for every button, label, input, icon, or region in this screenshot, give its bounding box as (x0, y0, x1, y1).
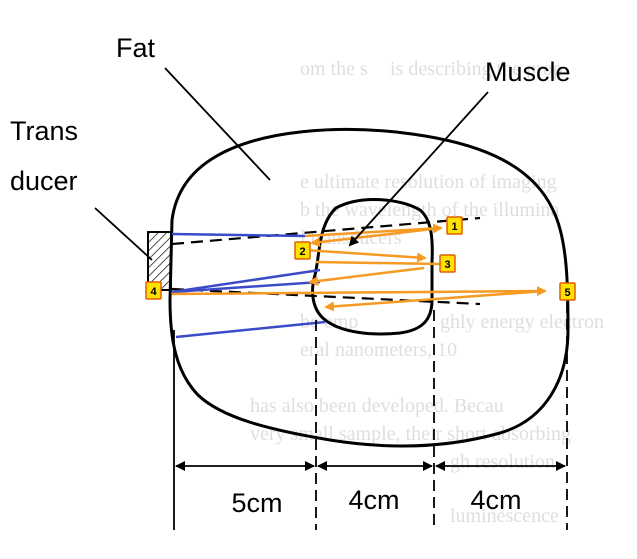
marker-1: 1 (446, 216, 463, 235)
bg-line: om the s (300, 58, 368, 80)
bg-line: ghly energy electron (440, 311, 604, 333)
bg-line: has also been developed. Becau (250, 395, 504, 417)
transducer-label-line2: ducer (10, 166, 78, 196)
blue-ray (171, 280, 321, 294)
orange-echo-paths (171, 223, 547, 312)
muscle-label: Muscle (485, 57, 571, 87)
bg-line: gh resolution (450, 451, 555, 473)
orange-ray (171, 286, 547, 297)
blue-ray (171, 232, 306, 238)
bg-line: eral nanometers, 10 (300, 339, 457, 361)
marker-5: 5 (559, 282, 576, 301)
orange-ray (308, 266, 425, 286)
marker-label: 3 (444, 259, 450, 271)
marker-label: 4 (150, 286, 157, 298)
blue-ray (171, 268, 321, 294)
marker-label: 2 (299, 246, 305, 258)
orange-ray (304, 248, 427, 263)
muscle-boundary (311, 198, 434, 336)
blue-ray-paths (171, 232, 326, 339)
marker-label: 1 (451, 221, 457, 233)
bg-line: b the wavelength of the illumina (300, 199, 559, 221)
bg-line: is describing the prop (390, 58, 563, 80)
dimension-label-fat: 5cm (231, 488, 282, 518)
orange-ray (324, 289, 546, 312)
transducer-label-line1: Trans (10, 116, 78, 146)
marker-2: 2 (294, 241, 311, 260)
beam-axis-lower (171, 287, 481, 306)
marker-4: 4 (145, 281, 162, 300)
beam-axis-upper (171, 216, 481, 246)
bg-line: e ultimate resolution of imaging (300, 171, 557, 193)
bg-line: luminescence (450, 505, 559, 527)
dimension-label-fat-far: 4cm (470, 485, 521, 515)
dimension-guides (173, 302, 568, 530)
transducer-leader-line (94, 207, 153, 261)
fat-boundary (168, 128, 570, 448)
orange-ray (315, 260, 441, 266)
fat-leader-line (164, 67, 271, 181)
blue-ray (175, 320, 326, 339)
dimension-label-muscle: 4cm (348, 485, 399, 515)
marker-label: 5 (564, 287, 570, 299)
marker-3: 3 (439, 254, 456, 273)
orange-ray (310, 226, 442, 248)
fat-label: Fat (116, 33, 156, 63)
background-text: om the s is describing the prop e ultima… (250, 58, 604, 527)
muscle-leader-line (348, 91, 489, 247)
orange-ray (304, 223, 443, 238)
